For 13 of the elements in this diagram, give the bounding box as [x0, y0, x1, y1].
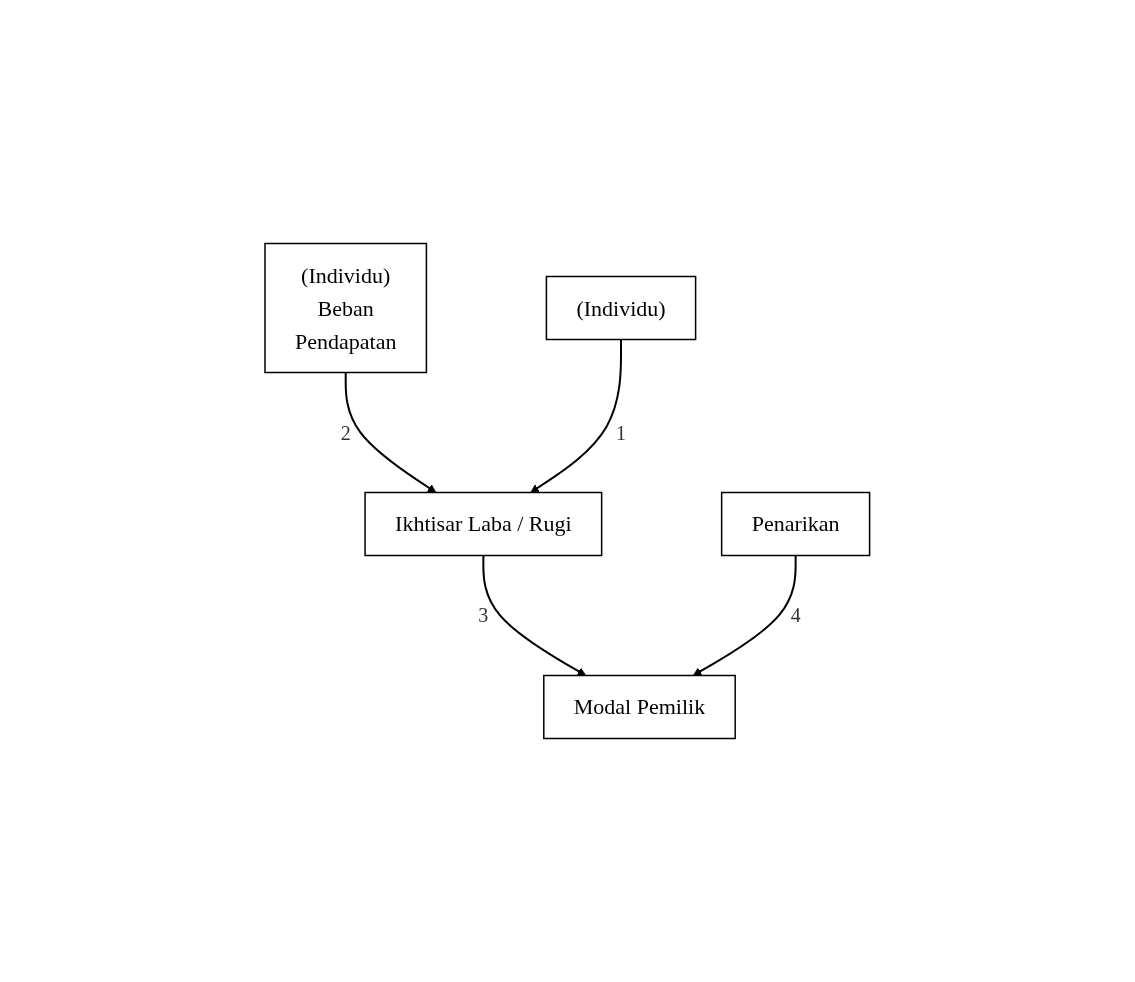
arrow	[693, 554, 797, 676]
arrow	[482, 554, 587, 676]
node-box: Modal Pemilik	[543, 674, 737, 740]
arrow	[344, 371, 437, 493]
arrow	[530, 338, 623, 493]
node-box: Penarikan	[721, 491, 871, 557]
edge-label: 4	[790, 604, 801, 627]
node-box: (Individu)	[545, 275, 697, 341]
edge-label: 3	[478, 604, 489, 627]
node-box: (Individu) Beban Pendapatan	[264, 242, 428, 374]
edge-label: 2	[340, 421, 351, 444]
node-box: Ikhtisar Laba / Rugi	[364, 491, 603, 557]
edge-label: 1	[616, 421, 627, 444]
